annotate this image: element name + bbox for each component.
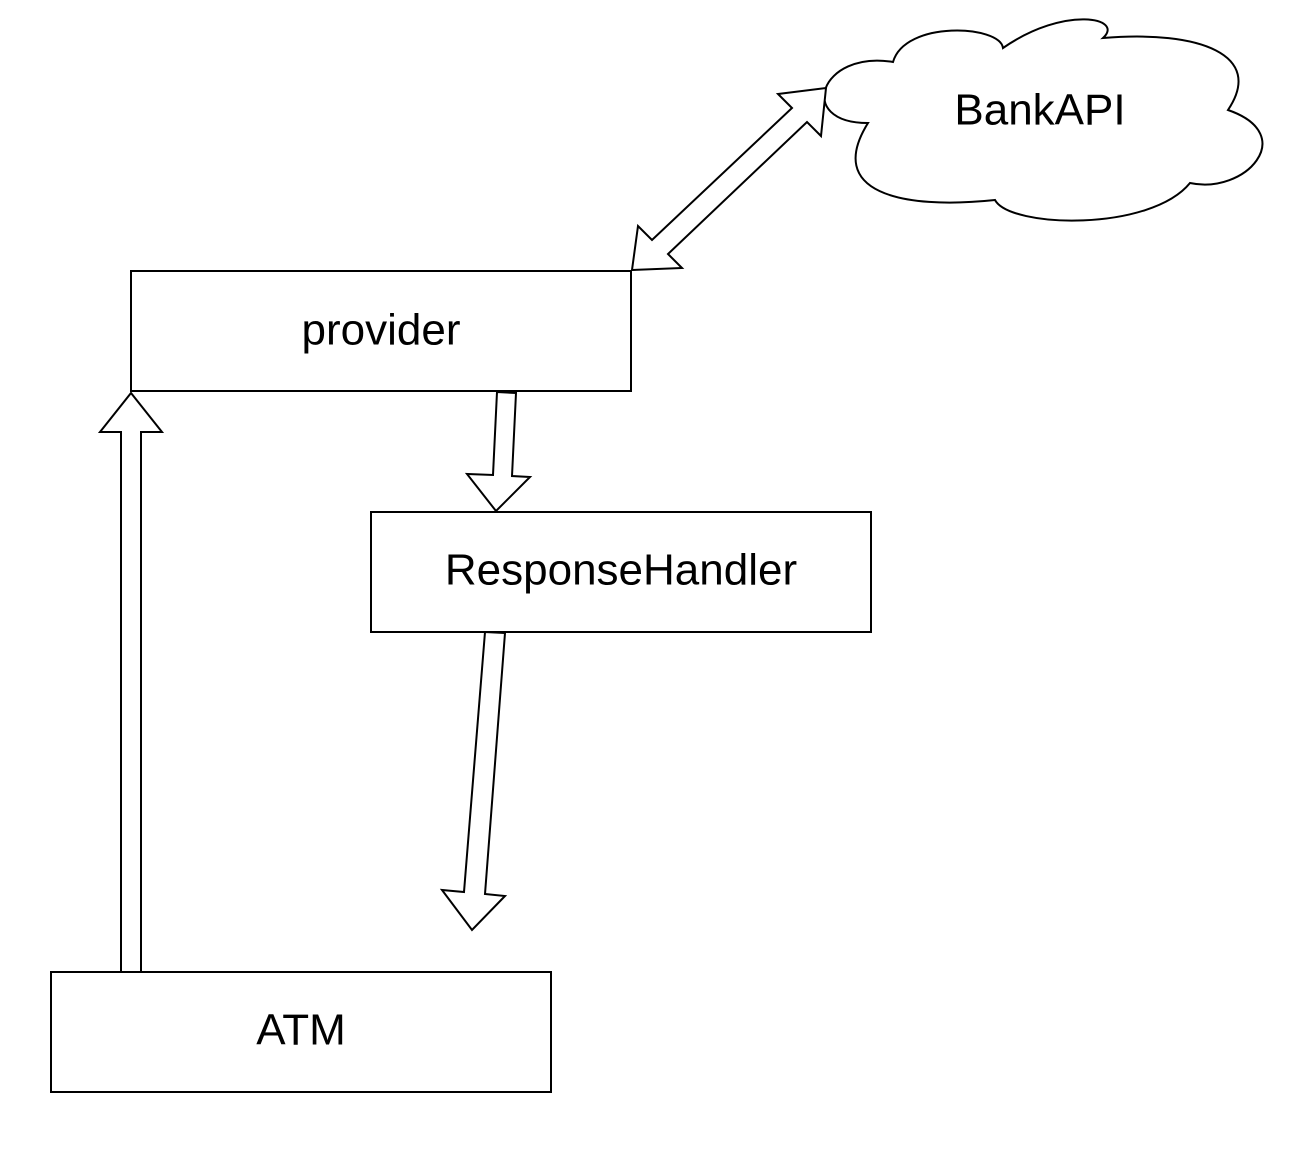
provider-box [130,270,632,392]
provider-label: provider [302,306,461,355]
bankapi-label: BankAPI [954,86,1125,135]
responsehandler-label: ResponseHandler [445,546,797,595]
bankapi-node[interactable]: BankAPI [823,18,1264,222]
edge-atm-provider[interactable] [97,391,165,971]
atm-node[interactable]: ATM [50,971,552,1093]
atm-box [50,971,552,1093]
responsehandler-box [370,511,872,633]
atm-label: ATM [256,1006,346,1055]
provider-node[interactable]: provider [130,270,632,392]
responsehandler-node[interactable]: ResponseHandler [370,511,872,633]
edge-provider-responsehandler[interactable] [464,390,533,513]
edge-responsehandler-down[interactable] [439,630,508,932]
bankapi-cloud-shape [823,18,1264,222]
edge-provider-bankapi[interactable] [630,86,828,272]
